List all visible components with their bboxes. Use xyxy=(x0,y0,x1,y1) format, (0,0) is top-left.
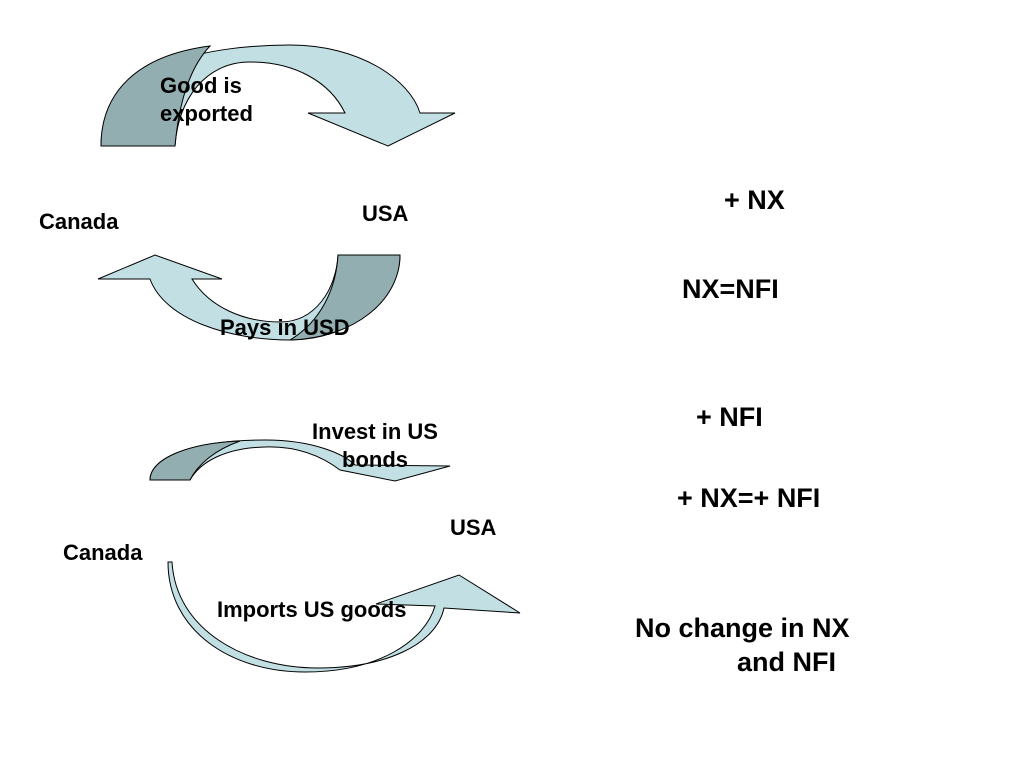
payment-arrow-label: Pays in USD xyxy=(220,315,350,340)
country-label-usa-bottom: USA xyxy=(450,515,497,540)
imports-arrow xyxy=(167,561,521,673)
imports-arrow-label: Imports US goods xyxy=(217,597,407,622)
invest-arrow-shade xyxy=(149,440,241,481)
country-label-canada-top: Canada xyxy=(39,209,119,234)
export-arrow-label: Good is exported xyxy=(160,72,253,127)
export-arrow-shade xyxy=(100,45,212,147)
export-arrow-label-line1: Good is xyxy=(160,73,242,98)
payment-arrow xyxy=(97,254,401,341)
invest-arrow xyxy=(149,439,451,482)
equation-no-change-line1: No change in NX xyxy=(635,613,850,643)
equation-plus-nfi: + NFI xyxy=(696,402,763,432)
invest-arrow-label-line1: Invest in US xyxy=(312,419,438,444)
country-label-canada-bottom: Canada xyxy=(63,540,143,565)
export-arrow xyxy=(100,44,456,147)
equation-plus-nx-equals-plus-nfi: + NX=+ NFI xyxy=(677,483,821,513)
equation-no-change-line2: and NFI xyxy=(737,646,836,677)
imports-arrow-body xyxy=(167,561,521,673)
invest-arrow-label-line2: bonds xyxy=(342,446,408,472)
equation-no-change: No change in NX and NFI xyxy=(635,612,850,680)
country-label-usa-top: USA xyxy=(362,201,409,226)
export-arrow-label-line2: exported xyxy=(160,100,253,126)
invest-arrow-label: Invest in US bonds xyxy=(290,418,460,473)
payment-arrow-shade xyxy=(288,254,401,341)
equation-plus-nx: + NX xyxy=(724,185,785,215)
equation-nx-equals-nfi: NX=NFI xyxy=(682,274,779,304)
